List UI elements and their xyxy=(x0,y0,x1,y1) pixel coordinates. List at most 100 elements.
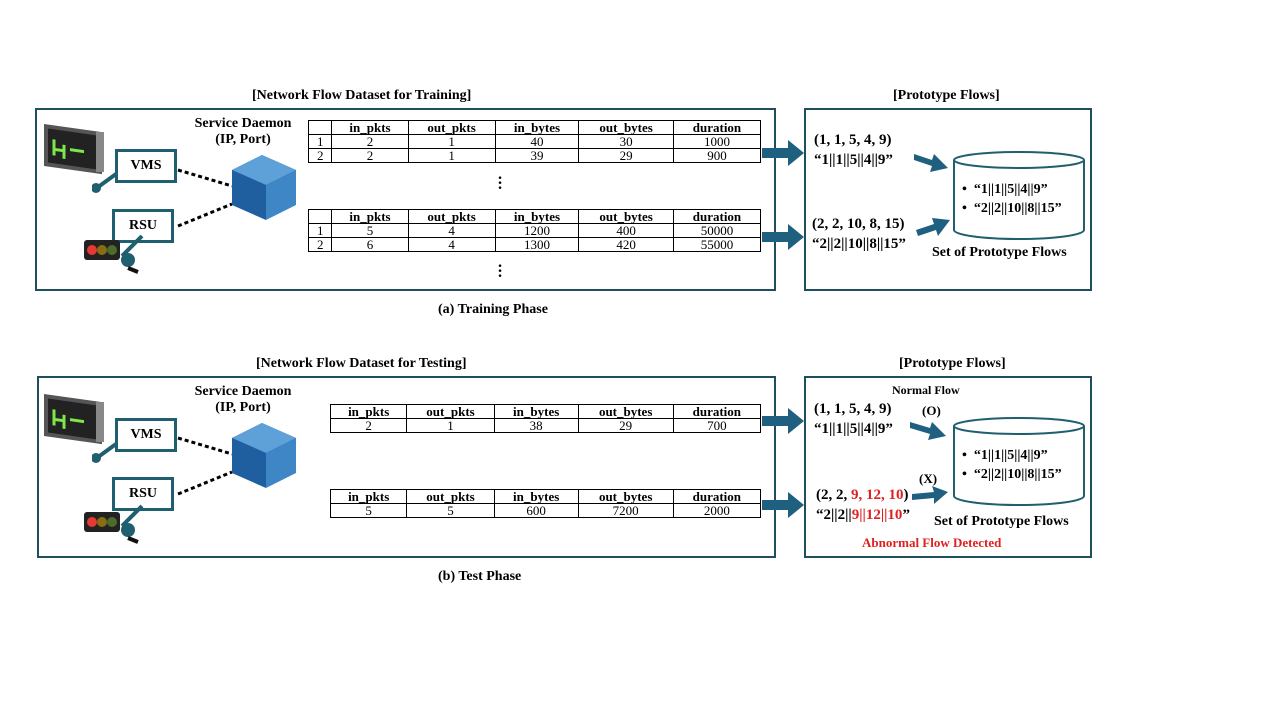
training-set-list: • “1||1||5||4||9” • “2||2||10||8||15” xyxy=(962,182,1062,217)
set-item-text: “2||2||10||8||15” xyxy=(973,467,1062,482)
normal-flow-label: Normal Flow xyxy=(892,383,960,397)
string-suffix: ” xyxy=(902,507,910,523)
prototype-set-cylinder xyxy=(953,417,1085,506)
testing-prototype-title: [Prototype Flows] xyxy=(899,356,1006,371)
connection-lines xyxy=(177,168,233,228)
set-item: • “2||2||10||8||15” xyxy=(962,467,1062,482)
ellipsis-1: ··· xyxy=(497,170,503,197)
training-tuple-2: (2, 2, 10, 8, 15) xyxy=(812,216,905,232)
set-item: • “2||2||10||8||15” xyxy=(962,201,1062,216)
testing-string-1: “1||1||5||4||9” xyxy=(814,421,893,437)
arrow-right-icon xyxy=(762,224,804,250)
arrow-up-right-icon xyxy=(916,218,950,236)
normal-mark: (O) xyxy=(922,403,941,418)
arrow-down-right-icon xyxy=(910,422,946,440)
column-header: in_bytes xyxy=(493,404,579,419)
testing-set-list: • “1||1||5||4||9” • “2||2||10||8||15” xyxy=(962,448,1062,483)
table-cell: 38 xyxy=(493,418,579,433)
connection-lines xyxy=(177,436,233,496)
column-header: out_bytes xyxy=(577,489,674,504)
column-header: out_bytes xyxy=(578,120,674,135)
arrow-right-icon xyxy=(762,408,804,434)
column-header: in_bytes xyxy=(494,209,580,224)
tuple-suffix: ) xyxy=(903,487,909,503)
training-string-2: “2||2||10||8||15” xyxy=(812,236,906,252)
service-daemon-text: Service Daemon xyxy=(194,116,292,131)
table-cell: 5 xyxy=(406,503,495,518)
column-header xyxy=(307,120,333,135)
table-cell: 40 xyxy=(494,134,580,149)
table-cell: 1 xyxy=(407,148,496,163)
table-cell: 5 xyxy=(331,223,409,238)
table-cell: 29 xyxy=(577,418,674,433)
testing-tuple-2: (2, 2, 9, 12, 10) xyxy=(816,487,909,504)
testing-caption: (b) Test Phase xyxy=(438,569,522,584)
table-cell: 6 xyxy=(331,237,409,252)
table-cell: 1 xyxy=(307,223,333,238)
column-header: out_pkts xyxy=(406,489,495,504)
column-header: duration xyxy=(672,404,762,419)
ellipsis-2: ··· xyxy=(497,258,503,285)
prototype-set-cylinder xyxy=(953,151,1085,240)
building-icon xyxy=(232,423,296,488)
table-cell: 2 xyxy=(307,148,333,163)
column-header: out_pkts xyxy=(407,120,496,135)
rsu-connector xyxy=(120,234,144,274)
table-cell: 4 xyxy=(407,237,496,252)
vms-label: VMS xyxy=(115,149,177,183)
service-daemon-text: Service Daemon xyxy=(194,384,292,399)
table-cell: 2000 xyxy=(672,503,762,518)
table-cell: 1000 xyxy=(672,134,762,149)
training-tuple-1: (1, 1, 5, 4, 9) xyxy=(814,132,892,148)
column-header: duration xyxy=(672,120,762,135)
testing-dataset-panel xyxy=(37,376,776,558)
training-set-label: Set of Prototype Flows xyxy=(932,245,1067,260)
training-dataset-title: [Network Flow Dataset for Training] xyxy=(252,88,472,103)
string-anomaly-values: 9||12||10 xyxy=(851,507,903,523)
set-item: • “1||1||5||4||9” xyxy=(962,448,1048,463)
abnormal-detected-label: Abnormal Flow Detected xyxy=(862,535,1002,550)
rsu-label: RSU xyxy=(112,209,174,243)
column-header: duration xyxy=(672,489,762,504)
arrow-right-icon xyxy=(762,492,804,518)
table-cell: 2 xyxy=(307,237,333,252)
table-cell: 5 xyxy=(329,503,408,518)
training-caption: (a) Training Phase xyxy=(438,302,548,317)
testing-prototype-panel xyxy=(804,376,1092,558)
table-cell: 400 xyxy=(578,223,674,238)
set-item-text: “1||1||5||4||9” xyxy=(973,182,1048,197)
training-dataset-panel xyxy=(35,108,776,291)
column-header: in_pkts xyxy=(329,489,408,504)
service-daemon-label: Service Daemon (IP, Port) xyxy=(188,384,298,416)
rsu-connector xyxy=(120,504,144,544)
column-header: out_pkts xyxy=(406,404,495,419)
vms-label: VMS xyxy=(115,418,177,452)
column-header: in_bytes xyxy=(493,489,579,504)
table-cell: 55000 xyxy=(672,237,762,252)
table-cell: 1300 xyxy=(494,237,580,252)
table-cell: 29 xyxy=(578,148,674,163)
column-header xyxy=(307,209,333,224)
column-header: out_bytes xyxy=(578,209,674,224)
table-cell: 39 xyxy=(494,148,580,163)
abnormal-mark: (X) xyxy=(919,471,938,486)
testing-dataset-title: [Network Flow Dataset for Testing] xyxy=(256,356,467,371)
string-prefix: “2||2|| xyxy=(816,507,852,523)
testing-set-label: Set of Prototype Flows xyxy=(934,514,1069,529)
table-cell: 1 xyxy=(407,134,496,149)
arrow-down-right-icon xyxy=(914,154,948,172)
table-cell: 700 xyxy=(672,418,762,433)
testing-tuple-1: (1, 1, 5, 4, 9) xyxy=(814,401,892,417)
table-cell: 30 xyxy=(578,134,674,149)
table-cell: 2 xyxy=(329,418,408,433)
